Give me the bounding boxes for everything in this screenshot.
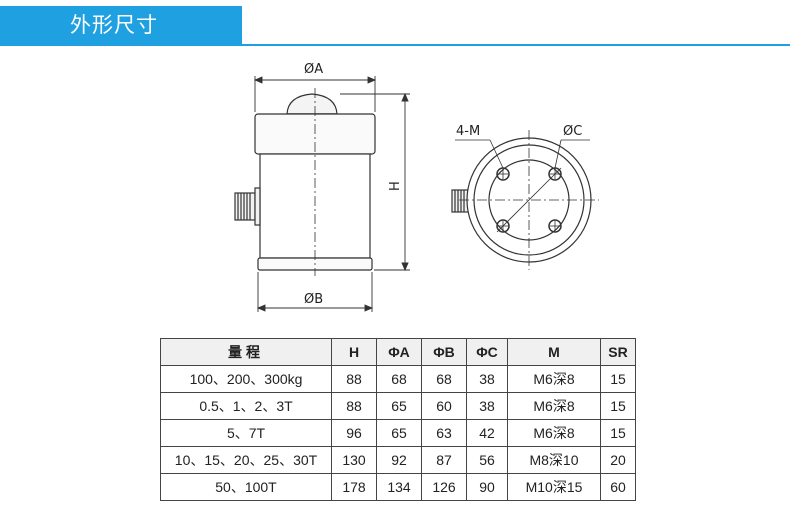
cell-m: M6深8 <box>507 419 601 447</box>
dim-phi-c-label: ØC <box>563 124 582 139</box>
cell-range: 50、100T <box>160 473 332 501</box>
cell-h: 178 <box>331 473 377 501</box>
table-row: 5、7T 96 65 63 42 M6深8 15 <box>160 419 636 447</box>
cell-h: 96 <box>331 419 377 447</box>
col-header-h: H <box>331 338 377 366</box>
cell-phi-b: 126 <box>421 473 467 501</box>
col-header-phi-a: ΦA <box>376 338 422 366</box>
cell-range: 0.5、1、2、3T <box>160 392 332 420</box>
col-header-m: M <box>507 338 601 366</box>
dim-phi-a-label: ØA <box>304 62 323 77</box>
cell-phi-c: 90 <box>466 473 508 501</box>
cell-phi-b: 60 <box>421 392 467 420</box>
cell-h: 130 <box>331 446 377 474</box>
table-header-row: 量程 H ΦA ΦB ΦC M SR <box>160 338 636 366</box>
cell-sr: 20 <box>600 446 636 474</box>
cell-sr: 15 <box>600 392 636 420</box>
cell-phi-c: 38 <box>466 392 508 420</box>
col-header-range: 量程 <box>160 338 332 366</box>
table-row: 50、100T 178 134 126 90 M10深15 60 <box>160 473 636 501</box>
cell-phi-a: 134 <box>376 473 422 501</box>
cell-phi-b: 87 <box>421 446 467 474</box>
dim-phi-b-label: ØB <box>304 292 323 307</box>
section-title: 外形尺寸 <box>0 6 242 44</box>
section-header: 外形尺寸 <box>0 0 790 48</box>
dim-4m-label: 4-M <box>456 124 480 139</box>
table-row: 100、200、300kg 88 68 68 38 M6深8 15 <box>160 365 636 393</box>
mounting-hole <box>548 219 562 233</box>
mounting-hole <box>496 219 510 233</box>
cell-range: 100、200、300kg <box>160 365 332 393</box>
dim-h-label: H <box>388 181 403 191</box>
cell-phi-b: 68 <box>421 365 467 393</box>
cell-m: M6深8 <box>507 392 601 420</box>
col-header-phi-b: ΦB <box>421 338 467 366</box>
cell-sr: 15 <box>600 419 636 447</box>
cell-phi-a: 65 <box>376 392 422 420</box>
cell-phi-a: 68 <box>376 365 422 393</box>
cell-phi-b: 63 <box>421 419 467 447</box>
cell-sr: 60 <box>600 473 636 501</box>
spec-table: 量程 H ΦA ΦB ΦC M SR 100、200、300kg 88 68 6… <box>160 338 636 501</box>
cell-h: 88 <box>331 392 377 420</box>
col-header-phi-c: ΦC <box>466 338 508 366</box>
cell-m: M8深10 <box>507 446 601 474</box>
cell-phi-c: 56 <box>466 446 508 474</box>
dimension-drawing: ØA ØB H 4-M ØC <box>234 62 599 312</box>
header-divider <box>0 44 790 46</box>
cell-phi-a: 92 <box>376 446 422 474</box>
cell-phi-c: 42 <box>466 419 508 447</box>
load-button-dome <box>286 93 338 115</box>
cell-m: M6深8 <box>507 365 601 393</box>
cell-range: 5、7T <box>160 419 332 447</box>
table-row: 0.5、1、2、3T 88 65 60 38 M6深8 15 <box>160 392 636 420</box>
table-row: 10、15、20、25、30T 130 92 87 56 M8深10 20 <box>160 446 636 474</box>
cell-m: M10深15 <box>507 473 601 501</box>
cell-phi-a: 65 <box>376 419 422 447</box>
cell-sr: 15 <box>600 365 636 393</box>
col-header-sr: SR <box>600 338 636 366</box>
cell-h: 88 <box>331 365 377 393</box>
cell-phi-c: 38 <box>466 365 508 393</box>
cell-range: 10、15、20、25、30T <box>160 446 332 474</box>
